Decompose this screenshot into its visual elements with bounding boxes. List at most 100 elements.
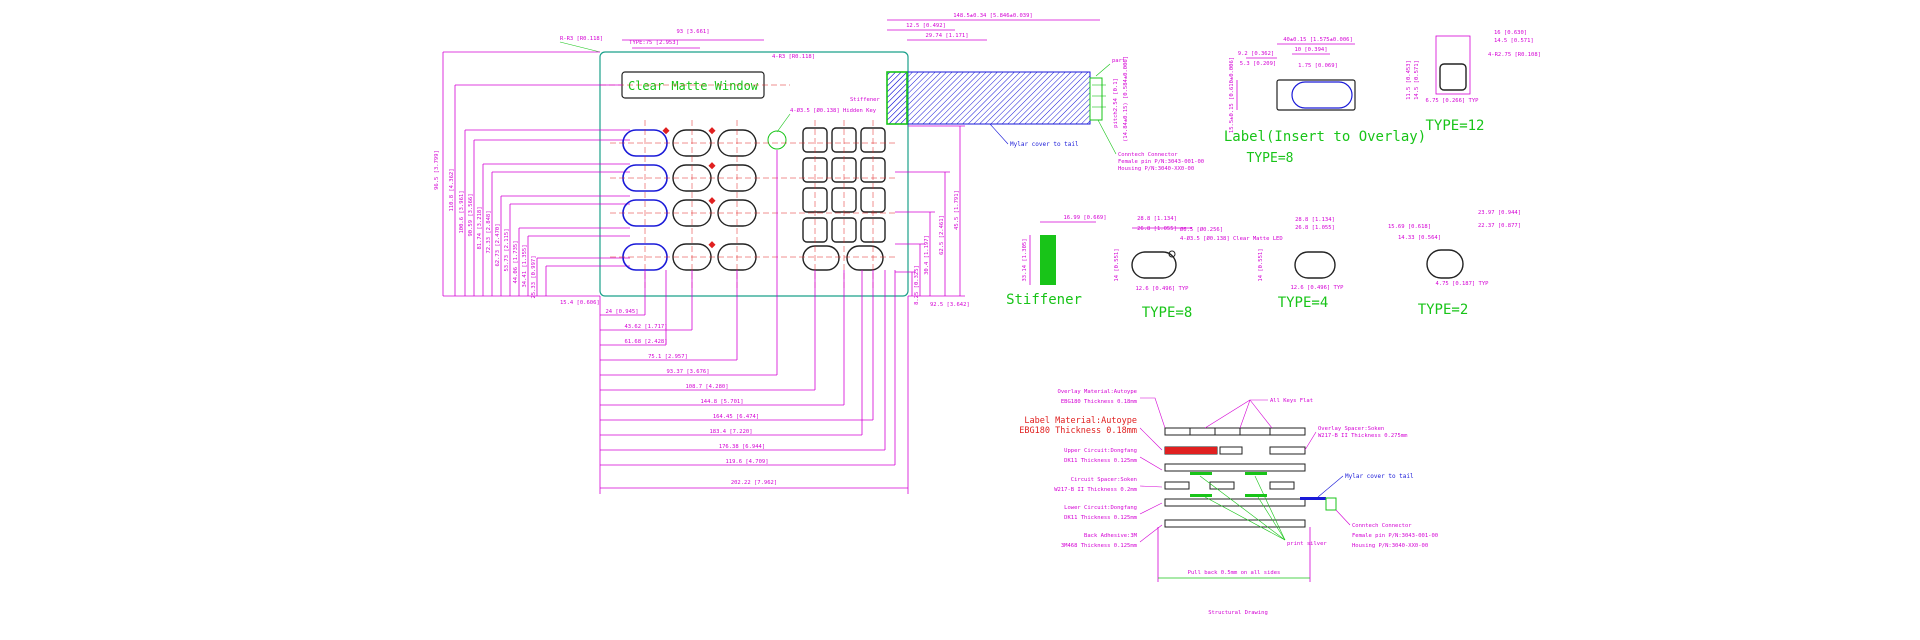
led-marker	[708, 197, 716, 205]
label-dim-3: 10 [0.394]	[1294, 47, 1327, 53]
tail-dim-2: 29.74 [1.171]	[925, 33, 968, 39]
bottom-dimension-lines	[599, 150, 909, 494]
layer-4-name: Lower Circuit:Dongfang	[1064, 505, 1137, 511]
struct-mylar-note: Mylar cover to tail	[1345, 473, 1414, 480]
dim-overall-width: 93 [3.661]	[676, 29, 709, 35]
dim-bottom-11: 202.22 [7.962]	[731, 480, 777, 486]
dim-right-4: 92.5 [3.642]	[930, 302, 970, 308]
overlay-spacer-2: W217-B II Thickness 0.275mm	[1318, 433, 1408, 439]
overlay-spacer-1: Overlay Spacer:Soken	[1318, 426, 1384, 432]
label-view: 40±0.15 [1.575±0.006] 9.2 [0.362] 5.3 [0…	[1224, 37, 1426, 166]
type8-dim-1: 26.8 [1.055]	[1137, 226, 1177, 232]
dim-left-9: 25.33 [0.997]	[531, 255, 537, 298]
layer-0-name: Overlay Material:Autoype	[1058, 389, 1137, 395]
connector-outline	[1089, 77, 1103, 121]
dim-left-6: 53.73 [2.115]	[504, 228, 510, 271]
tail-stiffener	[886, 71, 908, 125]
type8-dim-3: 4-Ø3.5 [Ø0.138] Clear Matte LED	[1180, 235, 1283, 242]
type8-key	[1131, 251, 1177, 279]
dim-height-total: 96.5 [3.799]	[434, 150, 440, 190]
stiffener-dim-0: 16.99 [0.669]	[1063, 215, 1106, 221]
type2-type: TYPE=2	[1418, 302, 1469, 318]
struct-conn-line2: Female pin P/N:3043-001-00	[1352, 533, 1438, 539]
label-dim-5: 15.5±0.15 [0.610±0.006]	[1229, 57, 1235, 133]
label-dim-1: 9.2 [0.362]	[1238, 51, 1274, 57]
dim-bottom-2: 61.68 [2.428]	[624, 339, 667, 345]
type2-dim-0: 23.97 [0.944]	[1478, 210, 1521, 216]
window-label: Clear Matte Window	[628, 79, 759, 93]
label-inner-key	[1291, 81, 1353, 109]
dim-bottom-9: 176.38 [6.944]	[719, 444, 765, 450]
pitch-note: pitch2.54 [0.1]	[1113, 78, 1119, 128]
led-marker	[708, 127, 716, 135]
layer-1-thickness: EBG180 Thickness 0.18mm	[1019, 426, 1137, 436]
label-type: TYPE=8	[1247, 151, 1294, 166]
round-key	[802, 245, 840, 271]
dim-right-3: 8.25 [0.325]	[914, 265, 920, 305]
struct-conn-line3: Housing P/N:3040-XX0-00	[1352, 543, 1428, 549]
key12-dim-1: 14.5 [0.571]	[1494, 38, 1534, 44]
type8-view: 28.8 [1.134] 26.8 [1.055] Ø6.5 [Ø0.256] …	[1114, 216, 1283, 321]
dim-left-4: 72.33 [2.848]	[486, 210, 492, 253]
tail-length: 148.5±0.34 [5.846±0.039]	[953, 13, 1032, 19]
key12-dim-5: 6.75 [0.266] TYP	[1426, 98, 1480, 104]
flex-tail	[886, 71, 1091, 125]
layer-5-thickness: 3M468 Thickness 0.125mm	[1061, 543, 1138, 549]
structure-section: Overlay Material:Autoype EBG180 Thicknes…	[1019, 389, 1438, 616]
square-key	[831, 187, 857, 213]
layer-3-thickness: W217-B II Thickness 0.2mm	[1054, 487, 1137, 493]
dim-bottom-6: 144.8 [5.701]	[700, 399, 743, 405]
layer-stack	[1164, 427, 1306, 528]
type8-dim-5: 12.6 [0.496] TYP	[1136, 286, 1190, 292]
round-key-cluster	[622, 127, 757, 271]
type2-dim-2: 15.69 [0.618]	[1388, 224, 1431, 230]
square-key-detail	[1439, 63, 1467, 91]
silver-print-1	[1190, 472, 1212, 475]
layer-0-thickness: EBG180 Thickness 0.18mm	[1061, 399, 1138, 405]
led-note: 4-Ø3.5 [Ø0.138] Hidden Key	[790, 107, 877, 114]
stiffener-block	[1040, 235, 1056, 285]
tail-width: (14.84±0.15) [0.584±0.006]	[1123, 56, 1129, 142]
key12-dim-3: 11.5 [0.453]	[1406, 60, 1412, 100]
structural-title: Structural Drawing	[1208, 610, 1268, 616]
connector-block	[1325, 497, 1337, 511]
tail-stiffener-label: Stiffener	[850, 97, 880, 103]
dim-left-1: 100.6 [3.961]	[459, 190, 465, 233]
stiffener-label: Stiffener	[1006, 292, 1082, 308]
tail-mylar-note: Mylar cover to tail	[1010, 141, 1079, 148]
dim-bottom-8: 183.4 [7.220]	[709, 429, 752, 435]
round-key	[846, 245, 884, 271]
dim-left-0: 110.8 [4.362]	[449, 168, 455, 211]
dim-left-7: 44.06 [1.735]	[513, 240, 519, 283]
type2-dim-3: 14.33 [0.564]	[1398, 235, 1441, 241]
led-marker	[708, 162, 716, 170]
dim-bottom-3: 75.1 [2.957]	[648, 354, 688, 360]
type8-dim-2: Ø6.5 [Ø0.256]	[1180, 226, 1223, 233]
dim-right-2: 30.4 [1.197]	[924, 235, 930, 275]
dim-bottom-0: 24 [0.945]	[605, 309, 638, 315]
label-dim-0: 40±0.15 [1.575±0.006]	[1283, 37, 1353, 43]
layer-2-name: Upper Circuit:Dongfang	[1064, 448, 1137, 454]
silver-print-2	[1245, 472, 1267, 475]
label-dim-4: 1.75 [0.069]	[1298, 63, 1338, 69]
key12-dim-4: 14.5 [0.571]	[1414, 60, 1420, 100]
type2-key	[1426, 249, 1464, 279]
type4-type: TYPE=4	[1278, 295, 1329, 311]
dim-bottom-5: 108.7 [4.280]	[685, 384, 728, 390]
dim-right-1: 62.5 [2.461]	[939, 215, 945, 255]
label-title: Label(Insert to Overlay)	[1224, 129, 1426, 145]
layer-1-name: Label Material:Autoype	[1024, 416, 1137, 426]
layer-3-name: Circuit Spacer:Soken	[1071, 477, 1137, 483]
silver-print-4	[1245, 494, 1267, 497]
dim-left-3: 81.74 [3.218]	[477, 206, 483, 249]
label-layer-highlight	[1165, 447, 1217, 454]
dim-bottom-10: 119.6 [4.709]	[725, 459, 768, 465]
key12-view: 16 [0.630] 14.5 [0.571] 4-R2.75 [R0.108]…	[1406, 30, 1541, 134]
key12-dim-0: 16 [0.630]	[1494, 30, 1527, 36]
type8-dim-4: 14 [0.551]	[1114, 248, 1120, 281]
square-key	[860, 187, 886, 213]
stiffener-dim-1: 33.14 [1.305]	[1022, 238, 1028, 281]
silver-print-3	[1190, 494, 1212, 497]
type2-dim-1: 22.37 [0.877]	[1478, 223, 1521, 229]
